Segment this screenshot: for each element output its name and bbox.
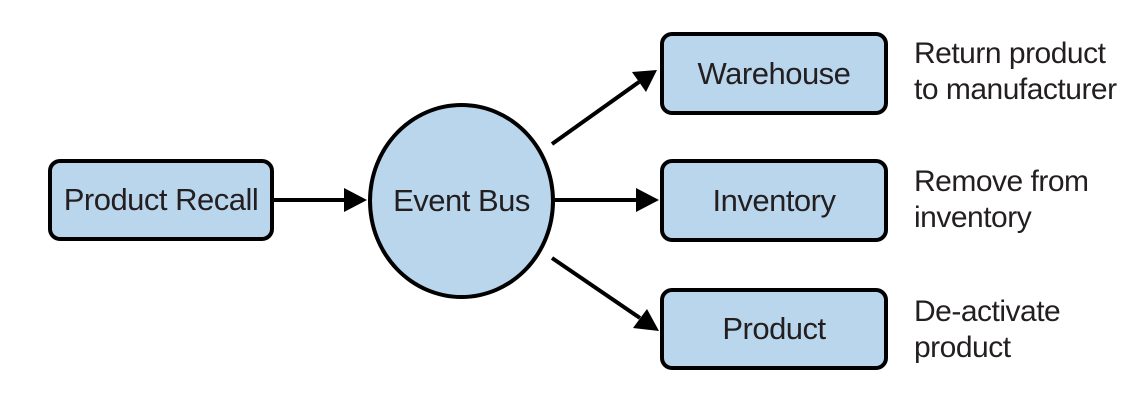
edge-bus-to-warehouse: [550, 80, 641, 146]
note-product-line-2: product: [914, 331, 1011, 364]
node-inventory: Inventory: [660, 159, 888, 242]
note-product-line-1: De-activate: [914, 295, 1061, 328]
node-product-recall: Product Recall: [48, 159, 274, 241]
edge-bus-to-product: [550, 256, 642, 320]
node-product-recall-label: Product Recall: [63, 182, 259, 217]
node-warehouse-label: Warehouse: [697, 55, 851, 91]
note-product: De-activate product: [914, 294, 1061, 366]
arrowhead-bus-to-product: [633, 309, 659, 331]
note-inventory-line-2: inventory: [914, 201, 1032, 234]
note-warehouse-line-1: Return product: [914, 37, 1106, 70]
note-inventory-line-1: Remove from: [914, 165, 1089, 198]
node-event-bus-label: Event Bus: [393, 183, 530, 218]
arrowhead-recall-to-bus: [344, 188, 367, 212]
node-product: Product: [660, 288, 888, 370]
arrowhead-bus-to-inventory: [636, 188, 659, 212]
node-event-bus: Event Bus: [368, 103, 555, 299]
node-inventory-label: Inventory: [712, 182, 836, 218]
note-warehouse: Return product to manufacturer: [914, 36, 1117, 108]
node-warehouse: Warehouse: [660, 32, 888, 115]
note-inventory: Remove from inventory: [914, 164, 1089, 236]
node-product-label: Product: [722, 311, 826, 346]
note-warehouse-line-2: to manufacturer: [914, 73, 1117, 106]
arrowhead-bus-to-warehouse: [632, 70, 657, 92]
